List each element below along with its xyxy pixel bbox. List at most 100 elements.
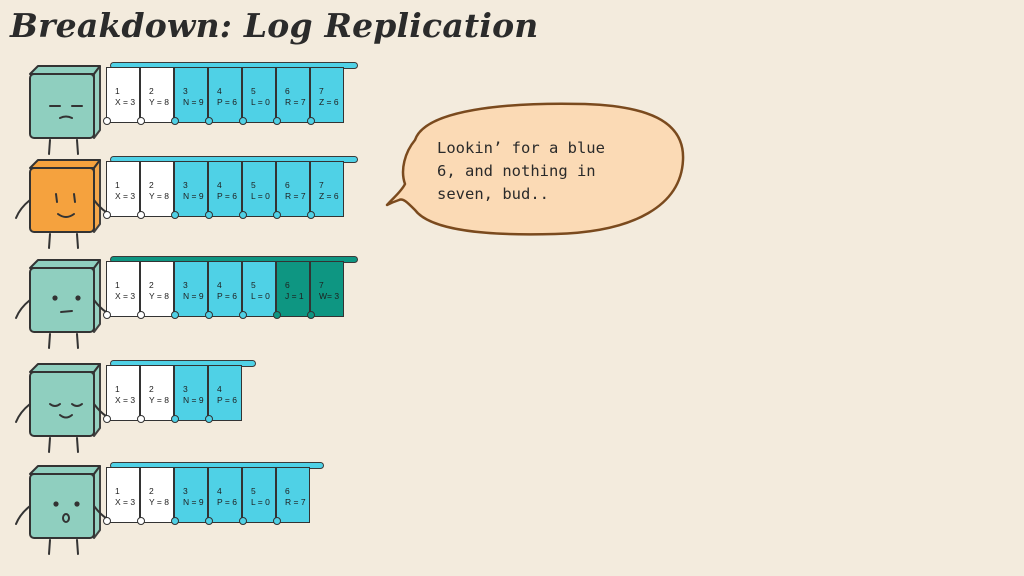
cube-top — [29, 363, 101, 373]
scroll-curl-icon — [273, 311, 281, 319]
cube-front — [29, 267, 95, 333]
log-entry-index: 1 — [115, 180, 120, 190]
scroll-curl-icon — [137, 117, 145, 125]
log-entry-index: 1 — [115, 86, 120, 96]
follower-server-cube — [29, 65, 101, 155]
scroll-curl-icon — [205, 211, 213, 219]
log-entry-index: 2 — [149, 180, 154, 190]
scroll-curl-icon — [103, 211, 111, 219]
log-entry-index: 3 — [183, 180, 188, 190]
legs — [48, 333, 79, 349]
right-eye — [73, 193, 76, 203]
log-entry-index: 2 — [149, 384, 154, 394]
log-entry-command: X = 3 — [115, 395, 136, 405]
log-entry-index: 2 — [149, 280, 154, 290]
log-entry-command: L = 0 — [251, 497, 270, 507]
log-entry-command: R = 7 — [285, 97, 306, 107]
scroll-curl-icon — [205, 311, 213, 319]
log-entry-index: 4 — [217, 180, 222, 190]
right-eye — [74, 501, 80, 507]
mouth — [60, 310, 73, 313]
scroll-curl-icon — [171, 311, 179, 319]
log-entry-command: X = 3 — [115, 291, 136, 301]
legs — [48, 437, 79, 453]
log-entry-command: Y = 8 — [149, 97, 169, 107]
log-entry-index: 7 — [319, 180, 324, 190]
leader-server-cube — [15, 159, 107, 249]
speech-bubble — [385, 102, 685, 236]
legs — [48, 139, 79, 155]
left-eye — [52, 295, 58, 301]
log-entry-command: L = 0 — [251, 291, 270, 301]
log-entry-command: Z = 6 — [319, 191, 339, 201]
log-entry-command: Y = 8 — [149, 191, 169, 201]
log-entry-command: X = 3 — [115, 191, 136, 201]
cube-top — [29, 259, 101, 269]
speech-bubble-text: Lookin’ for a blue 6, and nothing in sev… — [437, 137, 677, 206]
log-entry-command: J = 1 — [285, 291, 304, 301]
log-entry-command: P = 6 — [217, 497, 237, 507]
log-entry-command: Y = 8 — [149, 497, 169, 507]
log-entry-command: Y = 8 — [149, 291, 169, 301]
log-entry-index: 5 — [251, 180, 256, 190]
cube-front — [29, 371, 95, 437]
log-entry-index: 7 — [319, 280, 324, 290]
cube-front — [29, 167, 95, 233]
log-entry-command: N = 9 — [183, 395, 204, 405]
log-entry-command: P = 6 — [217, 395, 237, 405]
log-entry-command: R = 7 — [285, 191, 306, 201]
speech-line: seven, bud.. — [437, 185, 549, 203]
scroll-curl-icon — [171, 415, 179, 423]
cube-front — [29, 73, 95, 139]
log-entry-command: P = 6 — [217, 291, 237, 301]
log-entry-index: 7 — [319, 86, 324, 96]
log-entry-index: 3 — [183, 486, 188, 496]
log-entry-command: R = 7 — [285, 497, 306, 507]
log-entry-index: 4 — [217, 280, 222, 290]
log-entry-index: 6 — [285, 280, 290, 290]
scroll-curl-icon — [307, 211, 315, 219]
mouth — [57, 213, 75, 218]
log-entry-index: 3 — [183, 384, 188, 394]
right-eye — [75, 295, 81, 301]
log-entry-index: 6 — [285, 486, 290, 496]
log-entry-index: 5 — [251, 486, 256, 496]
scroll-curl-icon — [103, 117, 111, 125]
left-eye — [49, 403, 61, 407]
left-eye — [53, 501, 59, 507]
scroll-curl-icon — [273, 211, 281, 219]
scroll-curl-icon — [171, 117, 179, 125]
log-entry-command: X = 3 — [115, 97, 136, 107]
cube-top — [29, 159, 101, 169]
scroll-curl-icon — [273, 517, 281, 525]
